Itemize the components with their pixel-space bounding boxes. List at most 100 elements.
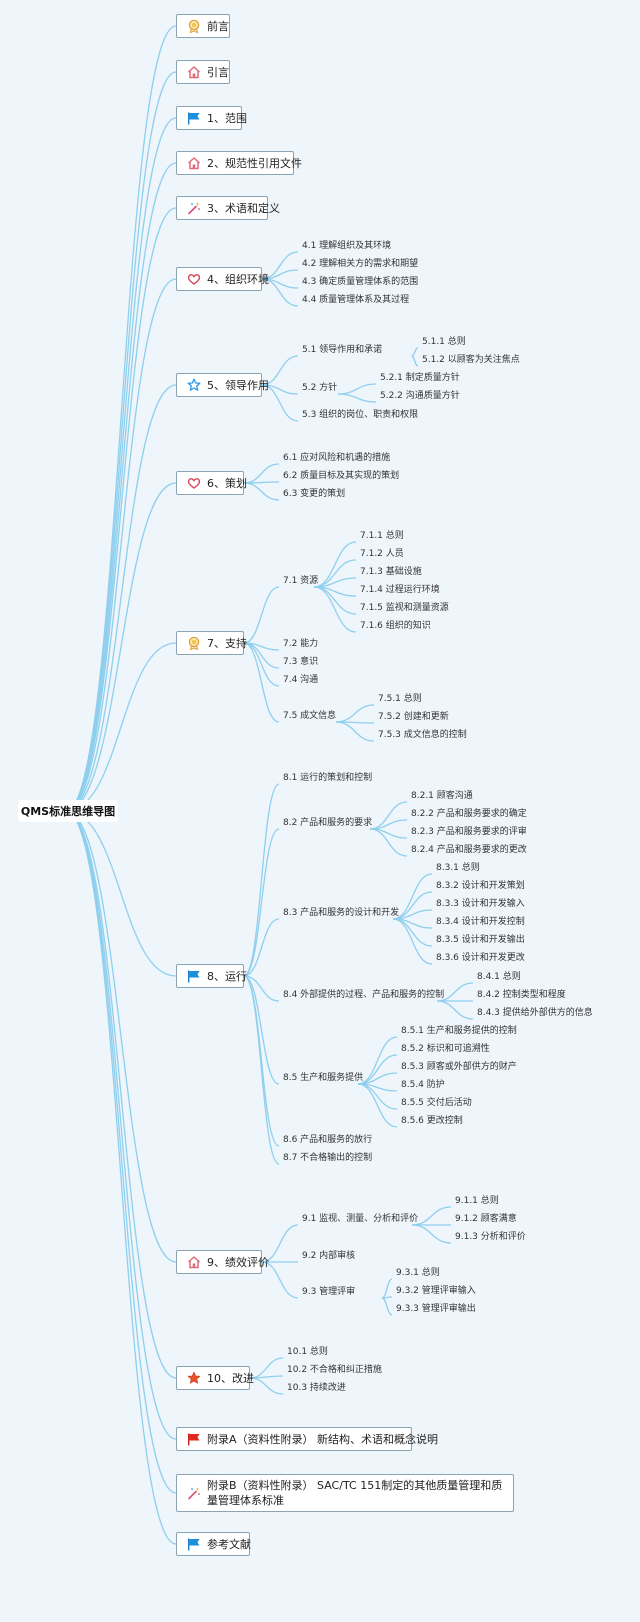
subtopic-node[interactable]: 7.5.3 成文信息的控制	[378, 730, 467, 740]
subtopic-node[interactable]: 7.1.2 人员	[360, 549, 404, 559]
subtopic-node[interactable]: 8.5.4 防护	[401, 1080, 445, 1090]
subtopic-node[interactable]: 8.2.2 产品和服务要求的确定	[411, 809, 527, 819]
subtopic-node[interactable]: 8.3.2 设计和开发策划	[436, 881, 525, 891]
connector-line	[313, 541, 357, 588]
subtopic-node[interactable]: 9.3.2 管理评审输入	[396, 1286, 476, 1296]
subtopic-node[interactable]: 8.5.3 顾客或外部供方的财产	[401, 1062, 517, 1072]
section-node[interactable]: 前言	[176, 14, 230, 38]
subtopic-node[interactable]: 4.3 确定质量管理体系的范围	[302, 277, 419, 287]
subtopic-node[interactable]: 8.2.1 顾客沟通	[411, 791, 473, 801]
subtopic-node[interactable]: 5.2 方针	[302, 383, 338, 393]
subtopic-node[interactable]: 5.1.2 以顾客为关注焦点	[422, 355, 520, 365]
connector-line	[65, 810, 177, 1440]
section-node[interactable]: 引言	[176, 60, 230, 84]
subtopic-node[interactable]: 10.1 总则	[287, 1347, 328, 1357]
section-node[interactable]: 参考文献	[176, 1532, 251, 1556]
subtopic-node[interactable]: 10.3 持续改进	[287, 1383, 346, 1393]
subtopic-node[interactable]: 7.4 沟通	[283, 675, 319, 685]
section-node[interactable]: 7、支持	[176, 631, 247, 655]
subtopic-node[interactable]: 8.2.3 产品和服务要求的评审	[411, 827, 527, 837]
subtopic-node[interactable]: 8.4.3 提供给外部供方的信息	[477, 1008, 593, 1018]
section-node[interactable]: 3、术语和定义	[176, 196, 280, 220]
subtopic-node[interactable]: 8.3.1 总则	[436, 863, 480, 873]
subtopic-node[interactable]: 8.6 产品和服务的放行	[283, 1135, 373, 1145]
subtopic-node[interactable]: 8.3.4 设计和开发控制	[436, 917, 525, 927]
connector-line	[369, 828, 408, 857]
section-node[interactable]: 附录B（资料性附录） SAC/TC 151制定的其他质量管理和质量管理体系标准	[176, 1474, 514, 1512]
subtopic-node[interactable]: 8.2 产品和服务的要求	[283, 818, 373, 828]
connector-line	[337, 393, 377, 403]
connector-line	[357, 1036, 398, 1085]
subtopic-node[interactable]: 7.1.4 过程运行环境	[360, 585, 440, 595]
subtopic-node[interactable]: 8.4.1 总则	[477, 972, 521, 982]
subtopic-node[interactable]: 4.4 质量管理体系及其过程	[302, 295, 410, 305]
subtopic-node[interactable]: 8.5.6 更改控制	[401, 1116, 463, 1126]
subtopic-node[interactable]: 7.2 能力	[283, 639, 319, 649]
subtopic-node[interactable]: 8.7 不合格输出的控制	[283, 1153, 373, 1163]
connector-line	[65, 162, 177, 812]
section-node[interactable]: 2、规范性引用文件	[176, 151, 302, 175]
subtopic-node[interactable]: 8.4 外部提供的过程、产品和服务的控制	[283, 990, 445, 1000]
subtopic-node[interactable]: 7.3 意识	[283, 657, 319, 667]
subtopic-node[interactable]: 9.3.3 管理评审输出	[396, 1304, 476, 1314]
subtopic-node[interactable]: 7.1 资源	[283, 576, 319, 586]
subtopic-node[interactable]: 6.2 质量目标及其实现的策划	[283, 471, 400, 481]
subtopic-node[interactable]: 8.2.4 产品和服务要求的更改	[411, 845, 527, 855]
section-node[interactable]: 8、运行	[176, 964, 247, 988]
section-node[interactable]: 1、范围	[176, 106, 247, 130]
subtopic-node[interactable]: 9.1.1 总则	[455, 1196, 499, 1206]
connector-line	[337, 383, 377, 395]
subtopic-node[interactable]: 8.3 产品和服务的设计和开发	[283, 908, 400, 918]
section-node[interactable]: 附录A（资料性附录） 新结构、术语和概念说明	[176, 1427, 438, 1451]
section-node[interactable]: 4、组织环境	[176, 267, 269, 291]
subtopic-node[interactable]: 6.1 应对风险和机遇的措施	[283, 453, 391, 463]
subtopic-node[interactable]: 9.1.3 分析和评价	[455, 1232, 526, 1242]
connector-line	[249, 1377, 284, 1395]
section-node[interactable]: 5、领导作用	[176, 373, 269, 397]
section-node[interactable]: 10、改进	[176, 1366, 254, 1390]
connector-line	[243, 642, 280, 723]
subtopic-node[interactable]: 9.2 内部审核	[302, 1251, 356, 1261]
subtopic-node[interactable]: 9.3 管理评审	[302, 1287, 356, 1297]
subtopic-node[interactable]: 8.3.5 设计和开发输出	[436, 935, 525, 945]
star-outline-icon	[187, 378, 207, 392]
subtopic-node[interactable]: 8.5.2 标识和可追溯性	[401, 1044, 490, 1054]
subtopic-node[interactable]: 8.1 运行的策划和控制	[283, 773, 373, 783]
subtopic-node[interactable]: 7.5 成文信息	[283, 711, 337, 721]
subtopic-node[interactable]: 8.5.5 交付后活动	[401, 1098, 472, 1108]
subtopic-node[interactable]: 9.3.1 总则	[396, 1268, 440, 1278]
subtopic-node[interactable]: 8.3.3 设计和开发输入	[436, 899, 525, 909]
subtopic-node[interactable]: 4.1 理解组织及其环境	[302, 241, 392, 251]
subtopic-node[interactable]: 10.2 不合格和纠正措施	[287, 1365, 382, 1375]
connector-line	[313, 586, 357, 633]
subtopic-node[interactable]: 8.5 生产和服务提供	[283, 1073, 364, 1083]
subtopic-node[interactable]: 8.3.6 设计和开发更改	[436, 953, 525, 963]
heart-icon	[187, 476, 207, 490]
subtopic-node[interactable]: 7.1.6 组织的知识	[360, 621, 431, 631]
subtopic-node[interactable]: 5.1 领导作用和承诺	[302, 345, 383, 355]
connector-line	[261, 1224, 299, 1263]
subtopic-node[interactable]: 7.1.3 基础设施	[360, 567, 422, 577]
section-node[interactable]: 6、策划	[176, 471, 247, 495]
subtopic-node[interactable]: 7.5.1 总则	[378, 694, 422, 704]
subtopic-node[interactable]: 7.5.2 创建和更新	[378, 712, 449, 722]
section-node[interactable]: 9、绩效评价	[176, 1250, 269, 1274]
subtopic-node[interactable]: 6.3 变更的策划	[283, 489, 346, 499]
subtopic-node[interactable]: 9.1 监视、测量、分析和评价	[302, 1214, 419, 1224]
subtopic-node[interactable]: 7.1.1 总则	[360, 531, 404, 541]
subtopic-node[interactable]: 7.1.5 监视和测量资源	[360, 603, 449, 613]
subtopic-node[interactable]: 5.2.1 制定质量方针	[380, 373, 460, 383]
red-flag-icon	[187, 1432, 207, 1446]
subtopic-node[interactable]: 4.2 理解相关方的需求和期望	[302, 259, 419, 269]
connector-line	[261, 384, 299, 422]
subtopic-node[interactable]: 9.1.2 顾客满意	[455, 1214, 517, 1224]
root-topic[interactable]: QMS标准思维导图	[18, 800, 118, 822]
subtopic-node[interactable]: 5.1.1 总则	[422, 337, 466, 347]
subtopic-node[interactable]: 5.3 组织的岗位、职责和权限	[302, 410, 419, 420]
subtopic-node[interactable]: 5.2.2 沟通质量方针	[380, 391, 460, 401]
connector-line	[65, 384, 177, 812]
subtopic-node[interactable]: 8.5.1 生产和服务提供的控制	[401, 1026, 517, 1036]
connector-line	[65, 810, 177, 1545]
subtopic-node[interactable]: 8.4.2 控制类型和程度	[477, 990, 566, 1000]
home-icon	[187, 156, 207, 170]
